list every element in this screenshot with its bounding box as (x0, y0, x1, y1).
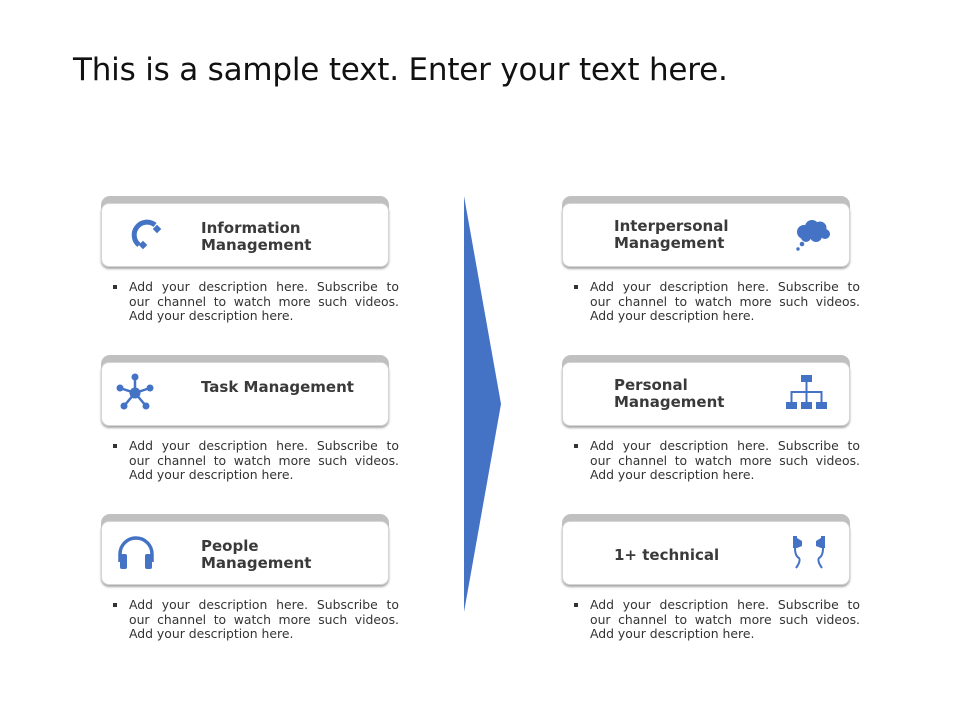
card-box (101, 521, 389, 585)
headphones-icon (118, 536, 154, 569)
thought-cloud-icon (796, 220, 830, 251)
card-task-management: Task Management (101, 355, 389, 427)
description-people-management: Add your description here. Subscribe to … (113, 597, 399, 642)
card-box (562, 521, 850, 585)
description-personal-management: Add your description here. Subscribe to … (574, 438, 860, 483)
bullet-marker (574, 603, 578, 607)
card-box (562, 362, 850, 426)
card-box (101, 362, 389, 426)
card-label: Task Management (201, 378, 354, 396)
card-box (101, 203, 389, 267)
card-label: Interpersonal Management (614, 217, 729, 252)
card-label: People Management (201, 537, 312, 572)
bullet-marker (574, 444, 578, 448)
bullet-marker (113, 444, 117, 448)
description-interpersonal-management: Add your description here. Subscribe to … (574, 279, 860, 324)
page-title: This is a sample text. Enter your text h… (73, 52, 728, 88)
magnet-icon (131, 219, 162, 250)
bullet-marker (113, 603, 117, 607)
card-interpersonal-management: Interpersonal Management (562, 196, 850, 268)
description-information-management: Add your description here. Subscribe to … (113, 279, 399, 324)
bullet-marker (574, 285, 578, 289)
card-people-management: People Management (101, 514, 389, 586)
card-personal-management: Personal Management (562, 355, 850, 427)
description-technical: Add your description here. Subscribe to … (574, 597, 860, 642)
bullet-marker (113, 285, 117, 289)
description-task-management: Add your description here. Subscribe to … (113, 438, 399, 483)
card-label: Personal Management (614, 376, 725, 411)
network-hub-icon (116, 373, 154, 410)
card-label: 1+ technical (614, 546, 720, 564)
org-chart-icon (786, 375, 827, 409)
card-label: Information Management (201, 219, 312, 254)
earphones-icon (793, 536, 825, 569)
card-information-management: Information Management (101, 196, 389, 268)
chevron-arrow-shape (464, 196, 501, 612)
card-technical: 1+ technical (562, 514, 850, 586)
